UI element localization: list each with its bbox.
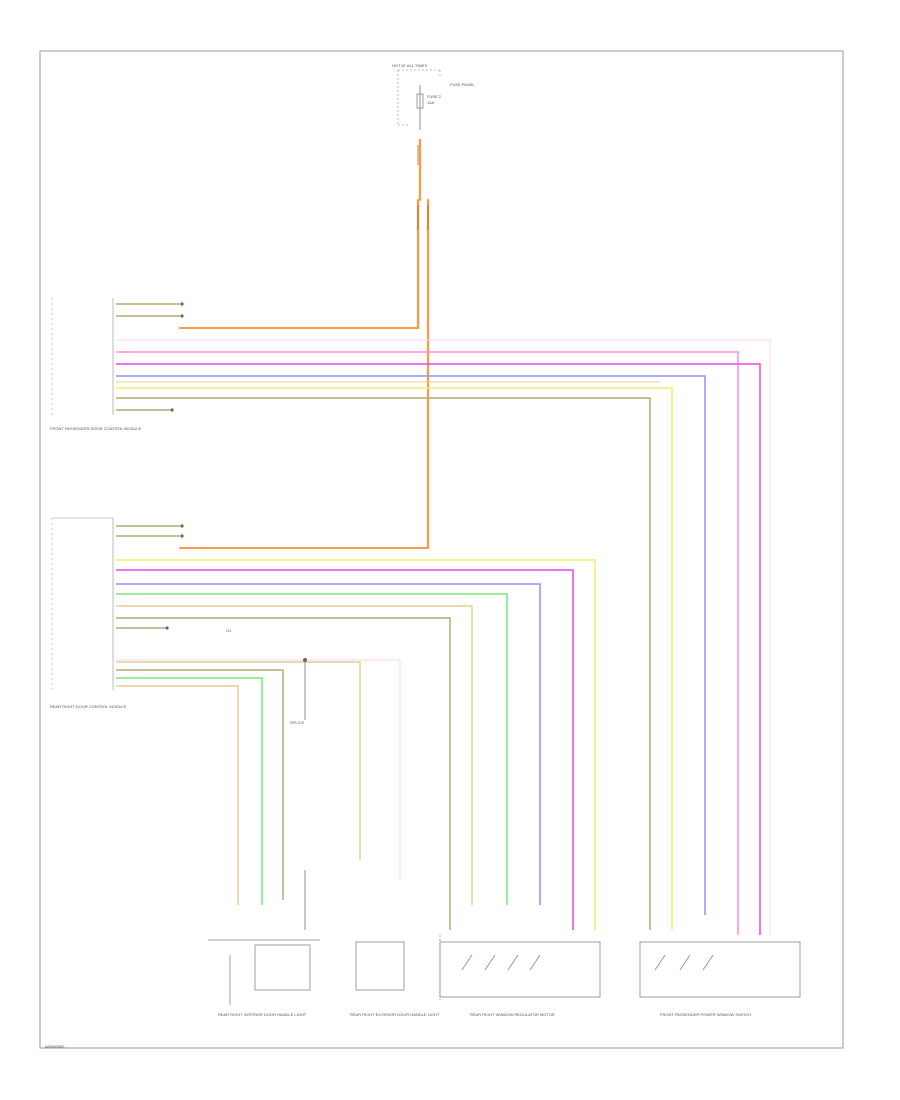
fuse-element xyxy=(416,93,424,109)
fuse-title: HOT AT ALL TIMES xyxy=(392,63,427,68)
rear-ground-label: G1 xyxy=(226,628,232,633)
feed-wires xyxy=(179,138,430,550)
fuse-box-outline xyxy=(397,69,441,126)
fuse-block: HOT AT ALL TIMES FUSE PANEL FUSE 2 15A xyxy=(392,63,475,130)
interior-light-box xyxy=(254,944,311,991)
component-labels: REAR RIGHT INTERIOR DOOR HANDLE LIGHT RE… xyxy=(218,1012,751,1017)
window-motor-box xyxy=(439,941,601,998)
front-passenger-module: FRONT PASSENGER DOOR CONTROL MODULE xyxy=(50,298,771,935)
feed-wire-labels xyxy=(417,145,429,230)
exterior-light-box xyxy=(355,941,405,991)
fuse-rating: 15A xyxy=(427,100,434,105)
diagram-frame xyxy=(39,50,844,1049)
splice-section: SPLICE xyxy=(290,658,307,930)
fuse-name: FUSE 2 xyxy=(427,94,442,99)
fuse-panel-label: FUSE PANEL xyxy=(450,82,475,87)
component-label-0: REAR RIGHT INTERIOR DOOR HANDLE LIGHT xyxy=(218,1012,307,1017)
rear-right-module: REAR RIGHT DOOR CONTROL MODULE G1 xyxy=(50,517,596,930)
component-label-1: REAR RIGHT EXTERIOR DOOR HANDLE LIGHT xyxy=(350,1012,440,1017)
component-label-2: REAR RIGHT WINDOW REGULATOR MOTOR xyxy=(470,1012,555,1017)
splice-label: SPLICE xyxy=(290,720,305,725)
figure-code: W0000000 xyxy=(45,1044,65,1049)
front-module-label: FRONT PASSENGER DOOR CONTROL MODULE xyxy=(50,426,142,431)
component-label-3: FRONT PASSENGER POWER WINDOW SWITCH xyxy=(660,1012,751,1017)
power-window-switch-box xyxy=(639,941,801,998)
rear-module-label: REAR RIGHT DOOR CONTROL MODULE xyxy=(50,704,127,709)
bottom-components xyxy=(208,935,801,1005)
